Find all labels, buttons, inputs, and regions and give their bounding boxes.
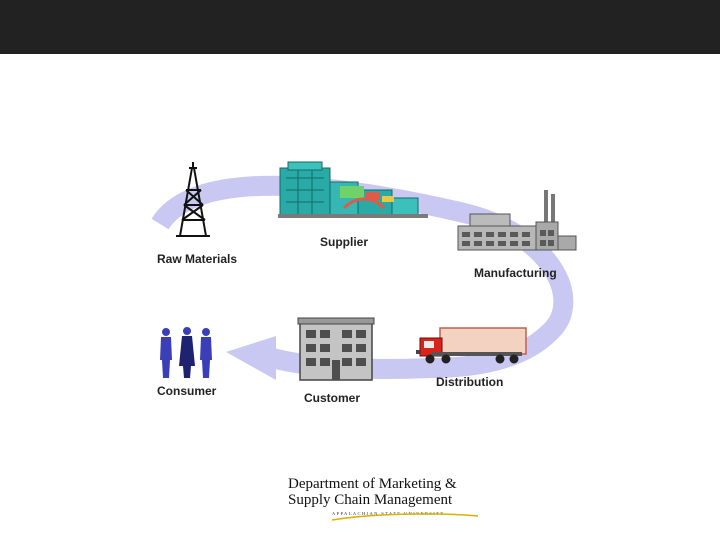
stage-label-consumer: Consumer bbox=[157, 384, 217, 398]
stage-label-customer: Customer bbox=[304, 391, 360, 405]
factory-icon bbox=[457, 190, 577, 251]
stage-label-manufacturing: Manufacturing bbox=[474, 266, 557, 280]
department-logo: Department of Marketing & Supply Chain M… bbox=[288, 476, 488, 516]
delivery-truck-icon bbox=[416, 327, 527, 364]
warehouse-building-icon bbox=[297, 317, 375, 381]
stage-label-distribution: Distribution bbox=[436, 375, 503, 389]
oil-derrick-icon bbox=[176, 162, 210, 237]
logo-line-1: Department of Marketing & bbox=[288, 476, 457, 492]
logo-swoosh-icon bbox=[331, 513, 479, 521]
logo-line-2: Supply Chain Management bbox=[288, 492, 453, 508]
top-bar bbox=[0, 0, 720, 54]
people-icon bbox=[160, 327, 212, 378]
logo-line-3: APPALACHIAN STATE UNIVERSITY bbox=[332, 511, 445, 516]
stage-label-raw-materials: Raw Materials bbox=[157, 252, 237, 266]
industrial-plant-icon bbox=[278, 161, 428, 218]
arrow-head-icon bbox=[226, 336, 276, 380]
stage-label-supplier: Supplier bbox=[320, 235, 368, 249]
